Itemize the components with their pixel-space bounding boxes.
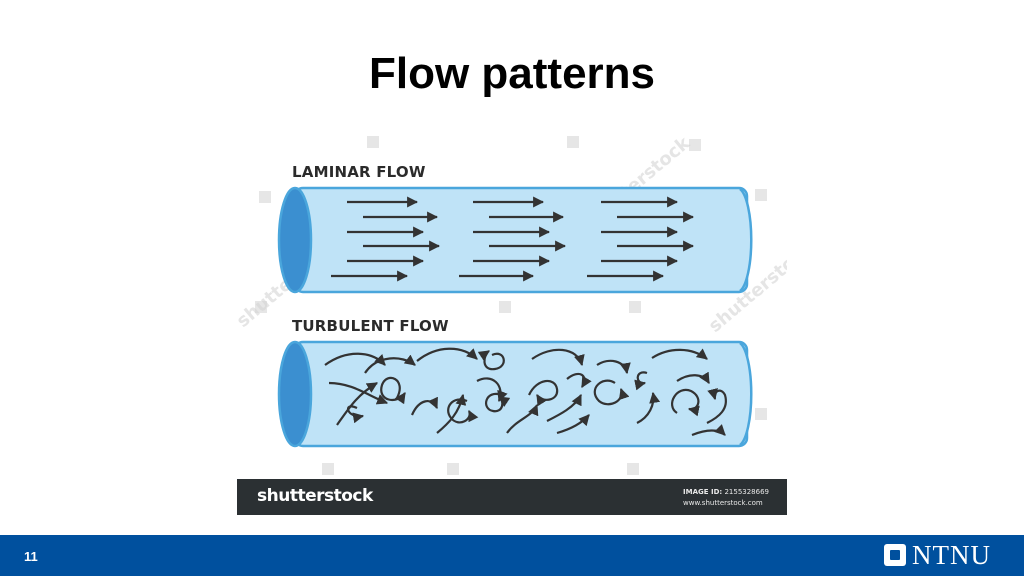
ntnu-logo: NTNU [884,540,998,570]
page-number: 11 [24,549,38,564]
laminar-pipe [277,186,753,294]
image-id-value: 2155328669 [724,488,769,496]
image-id-label: IMAGE ID: [683,488,723,496]
laminar-arrows [331,196,695,282]
slide-footer-bar: 11 NTNU [0,535,1024,576]
laminar-flow-label: LAMINAR FLOW [292,163,426,181]
stock-url: www.shutterstock.com [683,499,763,507]
flow-diagram-image: shutterstock shutterstock shutterstock s… [237,133,787,515]
ntnu-logo-icon [884,544,906,566]
slide-title: Flow patterns [368,49,656,98]
turbulent-pipe [277,340,753,448]
turbulent-flow-label: TURBULENT FLOW [292,317,449,335]
stock-brand-logo: shutterstock [257,486,373,506]
flow-diagram-art: shutterstock shutterstock shutterstock s… [237,133,787,475]
turbulent-arrows [324,347,727,437]
ntnu-logo-text: NTNU [912,540,991,570]
stock-image-id: IMAGE ID: 2155328669 www.shutterstock.co… [683,487,769,509]
watermark-squares [255,136,767,475]
stock-footer-strip: shutterstock IMAGE ID: 2155328669 www.sh… [237,479,787,515]
